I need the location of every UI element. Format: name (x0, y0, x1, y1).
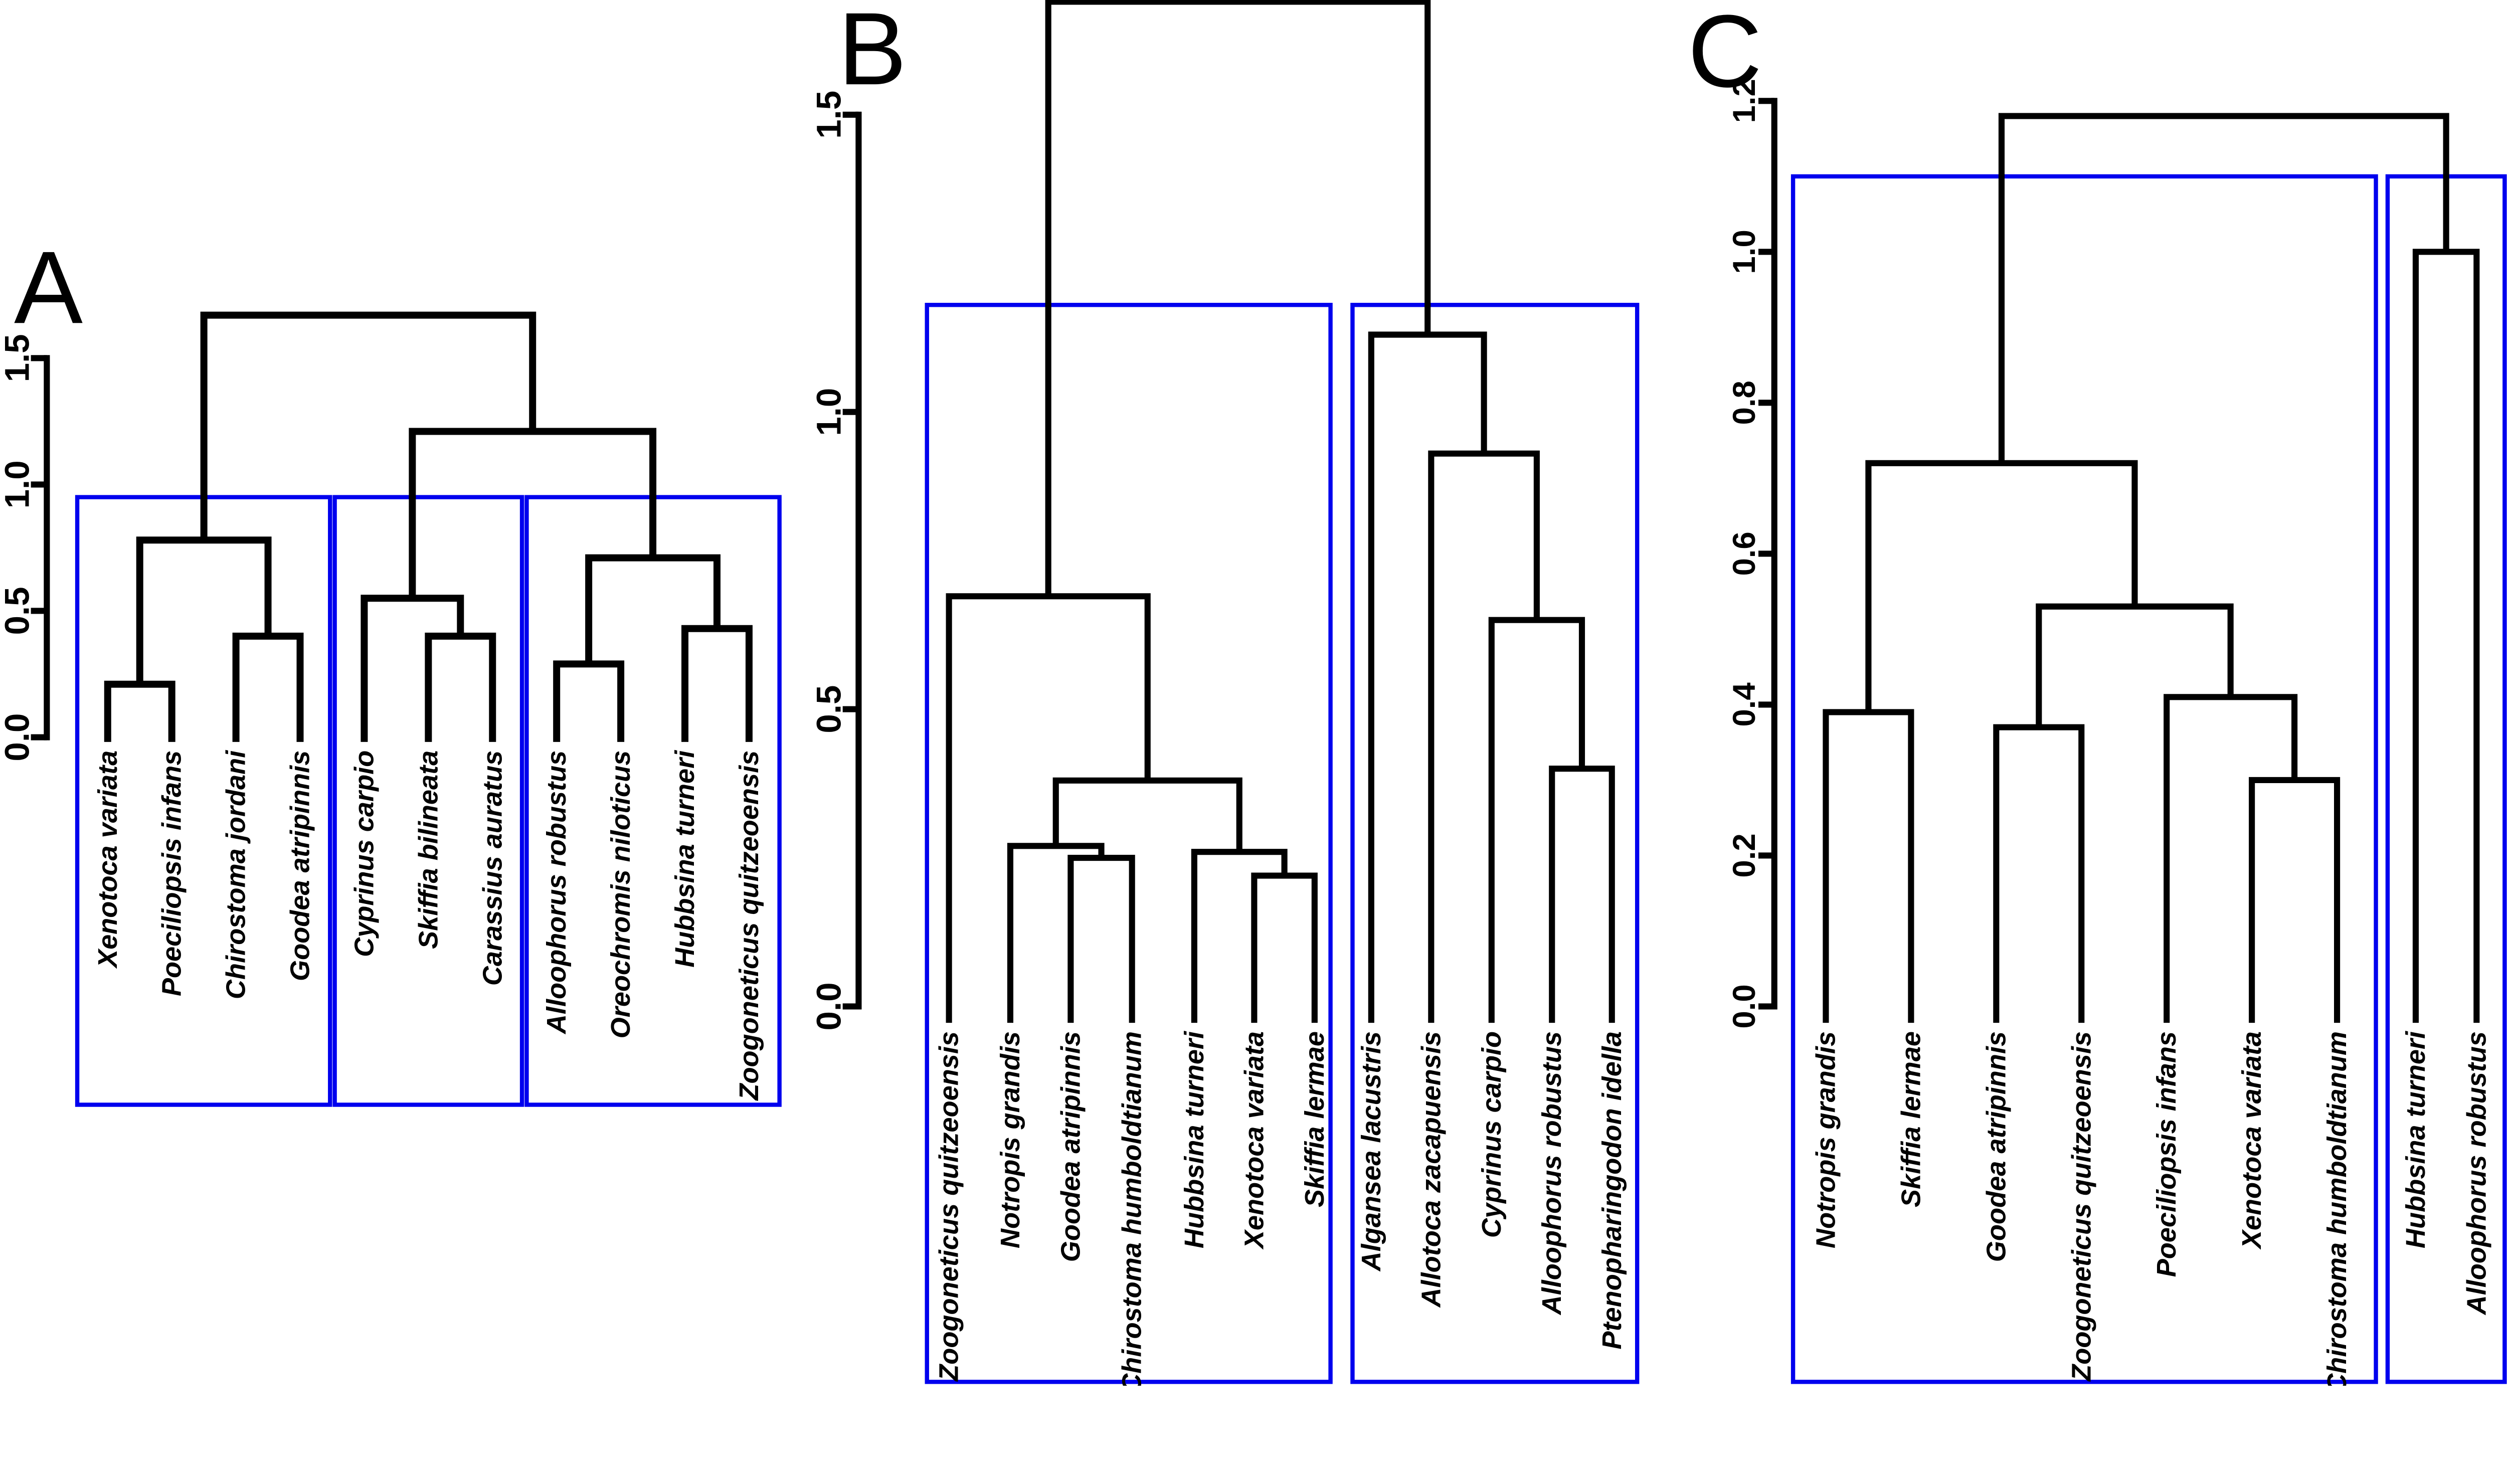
dendrogram-branch (1045, 0, 1431, 597)
leaf-label: Zoogoneticus quitzeoensis (734, 751, 764, 1101)
leaf-label: Skiffia lermae (1896, 1031, 1926, 1207)
dendrogram-branch (136, 536, 272, 684)
leaf-label: Chirostoma jordani (221, 750, 251, 999)
axis-tick-label: 1.2 (1727, 79, 1762, 123)
dendrogram-branch (1428, 450, 1540, 1023)
cluster-box (1790, 174, 2378, 1384)
dendrogram-branch (1007, 843, 1105, 1023)
dendrogram-branch (425, 632, 496, 742)
dendrogram-branch (1865, 460, 2138, 712)
dendrogram-branch (553, 660, 625, 742)
axis-tick-label: 0.4 (1727, 682, 1762, 726)
dendrogram-branch (585, 554, 721, 664)
panel-letter: C (1688, 0, 1762, 109)
leaf-label: Hubbsina turneri (2401, 1031, 2431, 1248)
dendrogram-branch (2412, 249, 2480, 1023)
leaf-label: Oreochromis niloticus (606, 751, 636, 1039)
dendrogram-branch (1549, 766, 1615, 1023)
leaf-label: Allotoca zacapuensis (1416, 1031, 1446, 1309)
leaf-label: Chirostoma humboldtianum (1117, 1031, 1147, 1386)
axis-tick-label: 1.5 (809, 91, 848, 139)
axis-tick-label: 0.5 (0, 587, 37, 635)
leaf-label: Alloophorus robustus (542, 751, 572, 1035)
axis-tick-label: 0.6 (1727, 531, 1762, 576)
axis-tick-label: 0.0 (809, 982, 848, 1030)
dendrogram-branch (1052, 777, 1242, 852)
leaf-label: Zoogoneticus quitzeoensis (2066, 1031, 2096, 1382)
axis-tick-label: 0.8 (1727, 381, 1762, 425)
dendrogram-branch (409, 428, 657, 599)
leaf-label: Poeciliopsis infans (157, 751, 187, 996)
leaf-label: Skiffia lermae (1300, 1031, 1330, 1207)
dendrogram-branch (1823, 709, 1914, 1023)
dendrogram-branch (1993, 724, 2085, 1023)
axis-tick-label: 1.0 (809, 388, 848, 436)
leaf-label: Zoogoneticus quitzeoensis (934, 1031, 964, 1382)
dendrogram-branch (200, 311, 536, 540)
dendrogram-branch (2164, 694, 2298, 1023)
leaf-label: Goodea atripinnis (1981, 1031, 2011, 1262)
dendrogram-branch (1998, 113, 2449, 463)
leaf-label: Notropis grandis (995, 1031, 1025, 1248)
leaf-label: Hubbsina turneri (670, 750, 700, 968)
dendrogram-branch (1067, 854, 1135, 1023)
leaf-label: Poeciliopsis infans (2152, 1031, 2182, 1277)
dendrogram-branch (2036, 603, 2234, 727)
leaf-label: Algansea lacustris (1356, 1031, 1386, 1272)
leaf-label: Notropis grandis (1811, 1031, 1841, 1248)
leaf-label: Alloophorus robustus (1537, 1031, 1567, 1316)
dendrogram-branch (361, 595, 464, 742)
leaf-label: Xenotoca variata (2237, 1031, 2267, 1250)
leaf-label: Goodea atripinnis (285, 751, 315, 981)
cluster-box (332, 495, 524, 1107)
dendrogram-branch (946, 593, 1151, 1023)
leaf-label: Alloophorus robustus (2461, 1031, 2491, 1316)
leaf-label: Goodea atripinnis (1055, 1031, 1086, 1262)
axis-tick-label: 0.2 (1727, 833, 1762, 877)
leaf-label: Cyprinus carpio (349, 751, 379, 957)
leaf-label: Chirostoma humboldtianum (2322, 1031, 2352, 1386)
dendrogram-branch (681, 625, 753, 742)
axis-tick-label: 1.0 (0, 460, 37, 508)
leaf-label: Hubbsina turneri (1179, 1031, 1209, 1248)
axis-tick-label: 0.5 (809, 685, 848, 733)
axis-tick-label: 0.0 (1727, 984, 1762, 1028)
dendrogram-branch (2249, 777, 2341, 1023)
leaf-label: Carassius auratus (477, 751, 507, 986)
cluster-box (1350, 303, 1640, 1384)
leaf-label: Ptenopharingodon idella (1597, 1031, 1627, 1350)
axis-tick-label: 1.0 (1727, 230, 1762, 274)
panel-letter: A (14, 230, 83, 345)
dendrogram-branch (1368, 331, 1487, 1023)
axis-tick-label: 1.5 (0, 334, 37, 382)
dendrogram-branch (104, 680, 175, 742)
panel-letter: B (838, 0, 907, 106)
dendrogram-branch (1251, 872, 1318, 1023)
leaf-label: Skiffia bilineata (413, 751, 443, 949)
leaf-label: Cyprinus carpio (1477, 1031, 1507, 1238)
leaf-label: Xenotoca variata (93, 751, 123, 969)
leaf-label: Xenotoca variata (1239, 1031, 1269, 1250)
cluster-box (925, 303, 1333, 1384)
dendrogram-branch (232, 632, 304, 742)
axis-tick-label: 0.0 (0, 713, 37, 762)
dendrogram-branch (1488, 617, 1585, 1023)
